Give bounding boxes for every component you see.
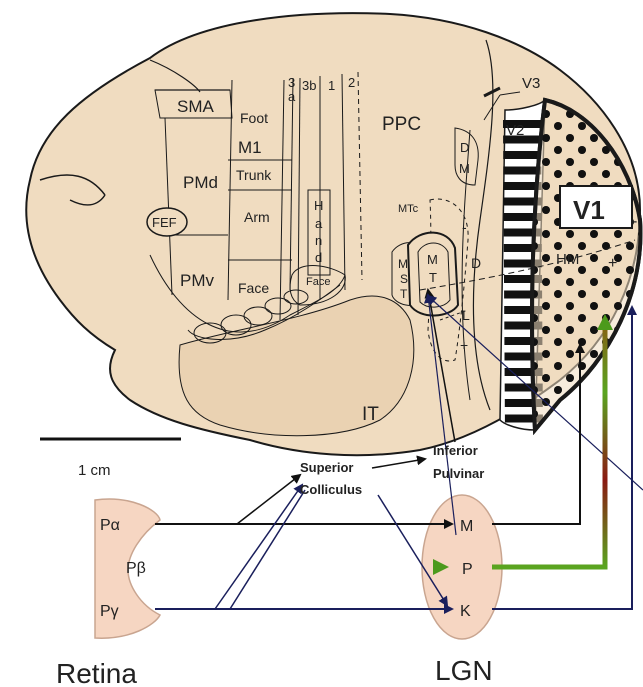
lgn-p-label: P (462, 561, 473, 578)
label-hand-a: a (315, 216, 323, 231)
m-to-sc (237, 475, 300, 524)
retina-p-gamma: Pγ (100, 603, 119, 620)
superior-colliculus-label-1: Superior (300, 460, 353, 475)
label-dm-m: M (459, 161, 470, 176)
label-2: 2 (348, 75, 355, 90)
label-plus: + (460, 337, 468, 353)
label-pmv: PMv (180, 271, 215, 290)
label-3a-bottom: a (288, 89, 296, 104)
label-minus: - (462, 219, 467, 235)
label-face-s: Face (306, 276, 330, 288)
retina-p-beta: Pβ (126, 560, 146, 577)
label-hm: HM (556, 251, 579, 268)
label-ppc: PPC (382, 114, 421, 135)
label-foot: Foot (240, 110, 268, 126)
label-mst-t: T (400, 287, 408, 301)
label-mt-t: T (429, 270, 437, 285)
label-1: 1 (328, 78, 335, 93)
sc-to-pulvinar (372, 459, 425, 468)
retina-p-alpha: Pα (100, 517, 120, 534)
label-v1-plus: + (608, 255, 617, 272)
lgn-k-label: K (460, 603, 471, 620)
label-3a-top: 3 (288, 75, 295, 90)
lgn-title: LGN (435, 655, 493, 686)
label-mt-m: M (427, 252, 438, 267)
k-to-sc-2 (230, 490, 305, 609)
label-fef: FEF (152, 215, 177, 230)
label-v2: V2 (506, 122, 524, 139)
superior-colliculus-label-2: Colliculus (300, 482, 362, 497)
label-mst-s: S (400, 272, 408, 286)
lgn-m-label: M (460, 518, 473, 535)
k-to-sc (215, 485, 302, 609)
label-3b: 3b (302, 78, 316, 93)
label-v3: V3 (522, 75, 540, 92)
label-mtc: MTc (398, 203, 419, 215)
label-l: L (462, 307, 470, 323)
label-m1: M1 (238, 138, 262, 157)
label-dm-d: D (460, 140, 469, 155)
label-arm: Arm (244, 209, 270, 225)
inferior-pulvinar-label-1: Inferior (433, 443, 478, 458)
label-mst-m: M (398, 257, 408, 271)
label-sma: SMA (177, 97, 215, 116)
label-it: IT (362, 404, 379, 425)
label-hand-d: d (315, 250, 322, 265)
label-v1: V1 (573, 195, 605, 225)
label-v1-minus: - (632, 213, 637, 230)
scale-bar-label: 1 cm (78, 462, 111, 479)
label-d: D (471, 255, 481, 271)
label-hand-h: H (314, 198, 323, 213)
label-hand-n: n (315, 233, 322, 248)
label-face-m: Face (238, 280, 269, 296)
label-pmd: PMd (183, 173, 218, 192)
v2-stripe (503, 151, 541, 159)
inferior-pulvinar-label-2: Pulvinar (433, 466, 484, 481)
label-trunk: Trunk (236, 167, 272, 183)
retina-title: Retina (56, 658, 137, 687)
